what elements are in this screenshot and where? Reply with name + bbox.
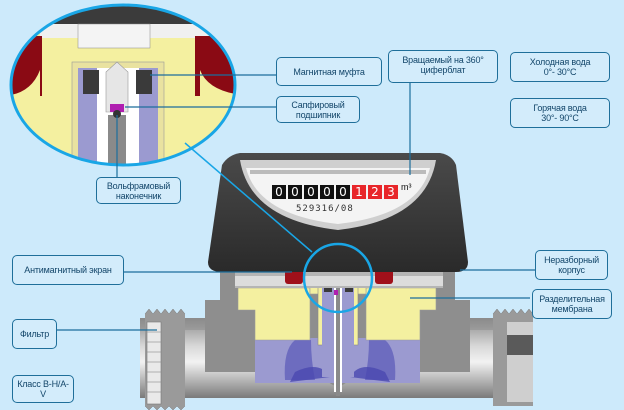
label-rotating-dial: Вращаемый на 360° циферблат (388, 50, 498, 83)
label-text: мембрана (551, 304, 593, 314)
label-text: 30°- 90°C (541, 113, 579, 123)
label-text: Класс B-H/A-V (17, 379, 69, 399)
highlight-circle (302, 242, 374, 314)
counter-digit-red: 1 (352, 185, 366, 199)
label-text: Неразборный (544, 255, 599, 265)
label-text: циферблат (420, 65, 466, 75)
label-text: корпус (558, 265, 585, 275)
label-text: Сапфировый (291, 99, 345, 110)
serial-number: 529316/08 (296, 204, 354, 214)
label-text: Холодная вода (529, 57, 591, 67)
label-tungsten-tip: Вольфрамовый наконечник (96, 177, 181, 204)
label-cold-water: Холодная вода 0°- 30°C (510, 52, 610, 82)
label-text: 0°- 30°C (543, 67, 577, 77)
counter-display: 0 0 0 0 0 1 2 3 (272, 185, 398, 199)
label-text: Вольфрамовый (106, 180, 171, 191)
counter-digit: 0 (304, 185, 318, 199)
label-text: Фильтр (19, 329, 50, 339)
label-filter: Фильтр (12, 319, 57, 349)
zoom-detail (9, 3, 237, 167)
label-non-separable-body: Неразборный корпус (535, 250, 608, 280)
label-text: наконечник (115, 190, 162, 201)
counter-digit-red: 3 (384, 185, 398, 199)
label-magnetic-coupling: Магнитная муфта (276, 57, 382, 86)
label-class: Класс B-H/A-V (12, 375, 74, 403)
counter-digit: 0 (336, 185, 350, 199)
label-text: Вращаемый на 360° (402, 55, 484, 65)
label-text: Горячая вода (533, 103, 587, 113)
label-text: Антимагнитный экран (24, 265, 112, 275)
leader-lines (55, 74, 535, 331)
label-antimagnetic-screen: Антимагнитный экран (12, 255, 124, 285)
counter-digit: 0 (272, 185, 286, 199)
dial-housing (208, 153, 468, 272)
label-text: Разделительная (539, 294, 605, 304)
counter-digit: 0 (288, 185, 302, 199)
label-separating-membrane: Разделительная мембрана (532, 289, 612, 319)
label-text: подшипник (295, 109, 341, 120)
label-hot-water: Горячая вода 30°- 90°C (510, 98, 610, 128)
counter-digit: 0 (320, 185, 334, 199)
label-text: Магнитная муфта (293, 66, 365, 77)
callout-connector (184, 142, 313, 253)
counter-digit-red: 2 (368, 185, 382, 199)
counter-unit: m³ (401, 182, 412, 192)
label-sapphire-bearing: Сапфировый подшипник (276, 96, 360, 123)
